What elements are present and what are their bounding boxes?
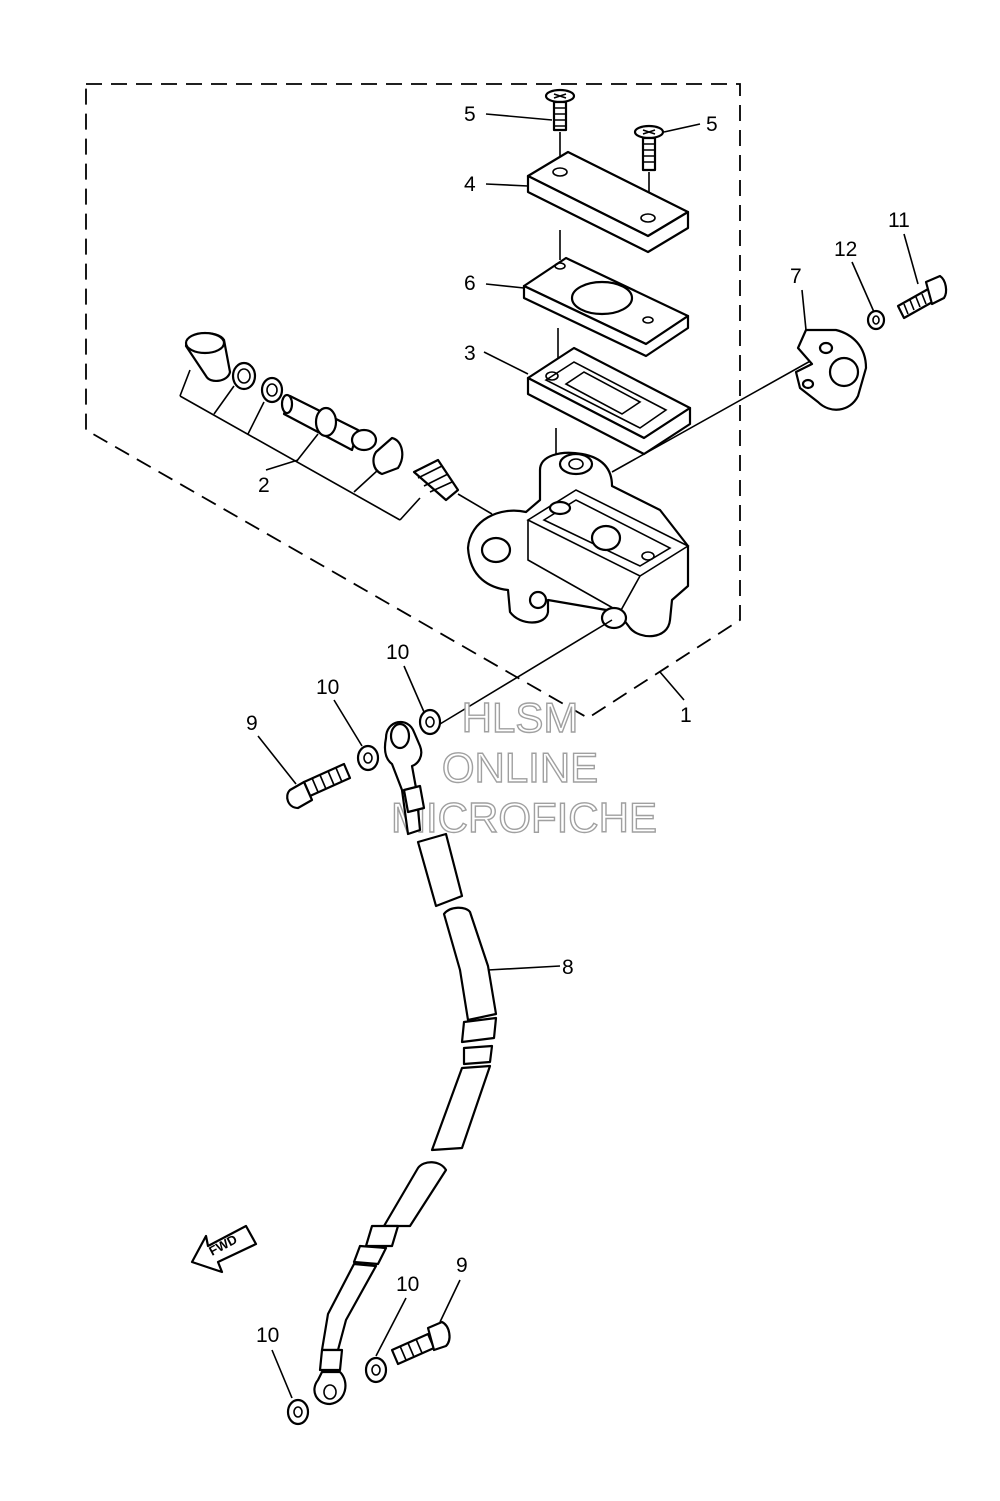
callout-2: 2: [258, 474, 270, 497]
callout-6: 6: [464, 272, 476, 295]
callout-10-lower-left: 10: [256, 1324, 279, 1347]
washer-10-upper-right: [418, 708, 442, 736]
watermark-line3: MICROFICHE: [391, 794, 657, 841]
callout-10-lower-right: 10: [396, 1273, 419, 1296]
washer-12: [866, 309, 886, 331]
screw-top-right: [633, 124, 665, 172]
callout-5-right: 5: [706, 113, 718, 136]
callout-8: 8: [562, 956, 574, 979]
watermark: HLSM ONLINE MICROFICHE: [390, 693, 657, 841]
brake-hose: [313, 721, 498, 1406]
washer-10-lower-left: [286, 1398, 310, 1426]
diaphragm: [526, 346, 692, 456]
watermark-line2: ONLINE: [442, 744, 598, 791]
reservoir-cap: [526, 150, 690, 254]
callout-10-upper-right: 10: [386, 641, 409, 664]
callout-7: 7: [790, 265, 802, 288]
washer-10-upper-left: [356, 744, 380, 772]
callout-12: 12: [834, 238, 857, 261]
fwd-arrow: FWD: [190, 1224, 258, 1274]
callout-11: 11: [888, 209, 910, 232]
union-bolt-upper: [286, 762, 352, 810]
diaphragm-plate: [522, 256, 690, 358]
callout-1: 1: [680, 704, 692, 727]
screw-top-left: [544, 88, 576, 132]
washer-10-lower-right: [364, 1356, 388, 1384]
callout-4: 4: [464, 173, 476, 196]
master-cylinder-body: [466, 451, 690, 638]
piston-kit: [184, 331, 460, 502]
assembly-boundary: [85, 83, 741, 720]
union-bolt-lower: [390, 1320, 451, 1366]
bolt-11: [896, 274, 948, 320]
callout-5-left: 5: [464, 103, 476, 126]
watermark-line1: HLSM: [462, 694, 579, 741]
holder-clamp: [794, 328, 868, 411]
callout-9-upper: 9: [246, 712, 258, 735]
callout-9-lower: 9: [456, 1254, 468, 1277]
callout-3: 3: [464, 342, 476, 365]
callout-10-upper-left: 10: [316, 676, 339, 699]
